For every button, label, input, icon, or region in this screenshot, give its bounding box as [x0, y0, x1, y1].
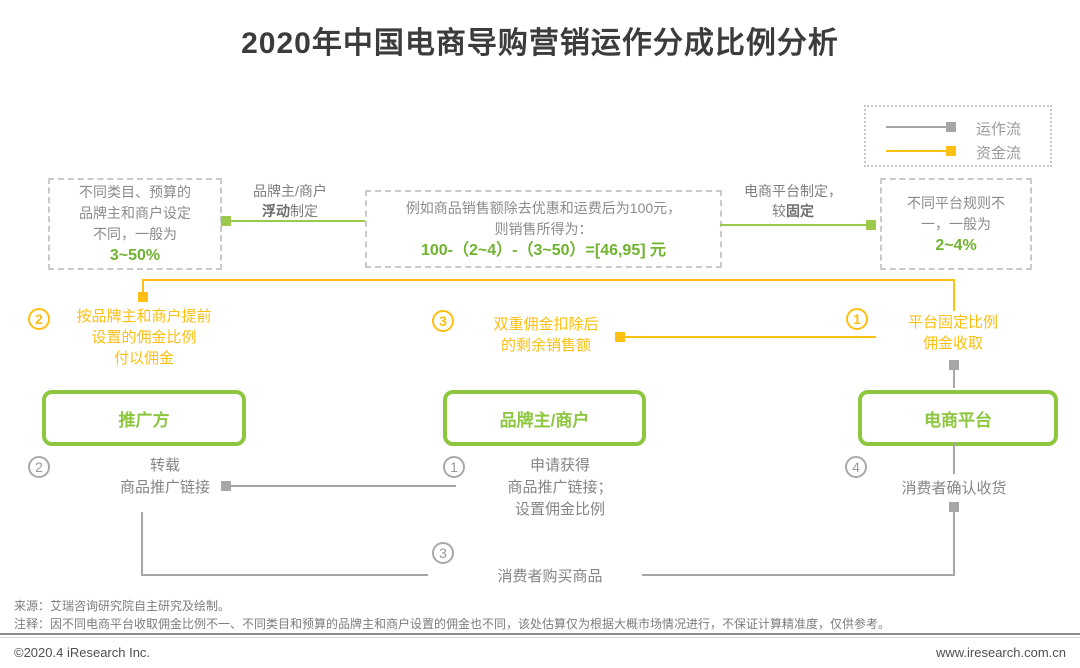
legend-box: 运作流 资金流	[864, 105, 1052, 167]
capital-step2-text: 按品牌主和商户提前 设置的佣金比例 付以佣金	[76, 308, 212, 367]
capital-step2-num: 2	[35, 311, 43, 327]
capital-flow-arrowhead	[946, 146, 956, 156]
platform-fixed-label-bold: 固定	[786, 203, 814, 219]
brand-floating-label-rest: 制定	[290, 203, 318, 219]
capital-elbow-hline	[142, 279, 955, 281]
brand-floating-label-line1: 品牌主/商户	[253, 183, 327, 199]
capital-elbow-arrowhead-down	[138, 292, 148, 302]
capital-step2-badge: 2	[28, 308, 50, 330]
line-purchase-to-step4	[953, 511, 955, 576]
brand-floating-label: 品牌主/商户 浮动制定	[228, 181, 352, 221]
operation-step2-badge: 2	[28, 456, 50, 478]
arrow-center-to-rightbox-line	[720, 224, 866, 226]
capital-step3-num: 3	[439, 313, 447, 329]
operation-flow-arrow	[886, 126, 948, 128]
legend-operation-label: 运作流	[976, 121, 1022, 138]
copyright: ©2020.4 iResearch Inc.	[14, 645, 151, 660]
operation-step2-num: 2	[35, 459, 43, 475]
capital-step3-text: 双重佣金扣除后 的剩余销售额	[493, 316, 599, 354]
arrow-platform-to-step1-line	[953, 369, 955, 388]
legend-capital-label: 资金流	[976, 145, 1022, 162]
source-note: 来源：艾瑞咨询研究院自主研究及绘制。	[14, 599, 231, 613]
arrow-center-to-rightbox-head	[866, 220, 876, 230]
page-title: 2020年中国电商导购营销运作分成比例分析	[241, 27, 839, 60]
operation-step4-text: 消费者确认收货	[901, 480, 1007, 497]
operation-step3-text: 消费者购买商品	[497, 568, 603, 585]
legend-capital-flow: 资金流	[866, 139, 1050, 165]
capital-flow-arrow	[886, 150, 948, 152]
line-platform-to-step4	[953, 442, 955, 474]
line-promoter-down	[141, 512, 143, 576]
legend-operation-flow: 运作流	[866, 115, 1050, 141]
arrow-step1-to-step3-head	[615, 332, 625, 342]
entity-platform-label: 电商平台	[924, 410, 992, 430]
arrow-center-to-leftbox-line	[230, 220, 365, 222]
operation-flow-arrowhead	[946, 122, 956, 132]
disclaimer-note: 注释：因不同电商平台收取佣金比例不一、不同类目和预算的品牌主和商户设置的佣金也不…	[14, 617, 891, 631]
operation-step3-badge: 3	[432, 542, 454, 564]
entity-platform: 电商平台	[858, 390, 1058, 446]
capital-step3-badge: 3	[432, 310, 454, 332]
entity-brand-label: 品牌主/商户	[499, 410, 590, 430]
operation-step2-text: 转载 商品推广链接	[119, 457, 210, 496]
capital-step1-num: 1	[853, 311, 861, 327]
promoter-commission-rate: 3~50%	[109, 247, 161, 264]
promoter-commission-note-box: 不同类目、预算的 品牌主和商户设定 不同，一般为 3~50%	[48, 178, 222, 270]
platform-fixed-label: 电商平台制定， 较固定	[728, 181, 858, 221]
brand-floating-label-bold: 浮动	[262, 203, 290, 219]
platform-commission-rate: 2~4%	[935, 236, 977, 254]
example-calculation-box: 例如商品销售额除去优惠和运费后为100元， 则销售所得为： 100-（2~4）-…	[365, 190, 722, 268]
platform-fixed-label-pre: 较	[772, 203, 786, 219]
example-calculation-formula: 100-（2~4）-（3~50）=[46,95] 元	[420, 241, 667, 259]
capital-elbow-vline	[953, 279, 955, 311]
capital-step1-text: 平台固定比例 佣金收取	[907, 314, 998, 352]
platform-commission-note-box: 不同平台规则不 一，一般为 2~4%	[880, 178, 1032, 270]
entity-promoter-label: 推广方	[118, 410, 170, 430]
platform-commission-note-text: 不同平台规则不 一，一般为	[907, 194, 1005, 232]
capital-step1-badge: 1	[846, 308, 868, 330]
website-link: www.iresearch.com.cn	[935, 645, 1066, 660]
entity-promoter: 推广方	[42, 390, 246, 446]
platform-fixed-label-line1: 电商平台制定，	[744, 183, 842, 199]
operation-step3-num: 3	[439, 545, 447, 561]
entity-brand: 品牌主/商户	[443, 390, 646, 446]
footer-divider	[0, 633, 1080, 635]
purchase-line-left	[141, 574, 428, 576]
arrow-step1-to-step3-line	[624, 336, 876, 338]
operation-step4-badge: 4	[845, 456, 867, 478]
arrow-purchase-to-step4-head	[949, 502, 959, 512]
promoter-commission-note-text: 不同类目、预算的 品牌主和商户设定 不同，一般为	[79, 184, 191, 242]
footer-divider-light	[0, 637, 1080, 638]
operation-step1-badge: 1	[443, 456, 465, 478]
arrow-platform-to-step1-head	[949, 360, 959, 370]
operation-step4-num: 4	[852, 459, 860, 475]
capital-elbow-drop	[142, 279, 144, 293]
arrow-brand-to-promoter-line	[230, 485, 456, 487]
operation-step1-text: 申请获得 商品推广链接； 设置佣金比例	[507, 457, 613, 518]
operation-step1-num: 1	[450, 459, 458, 475]
purchase-line-right	[642, 574, 955, 576]
arrow-brand-to-promoter-head	[221, 481, 231, 491]
arrow-center-to-leftbox-head	[221, 216, 231, 226]
example-calculation-text: 例如商品销售额除去优惠和运费后为100元， 则销售所得为：	[405, 199, 682, 237]
